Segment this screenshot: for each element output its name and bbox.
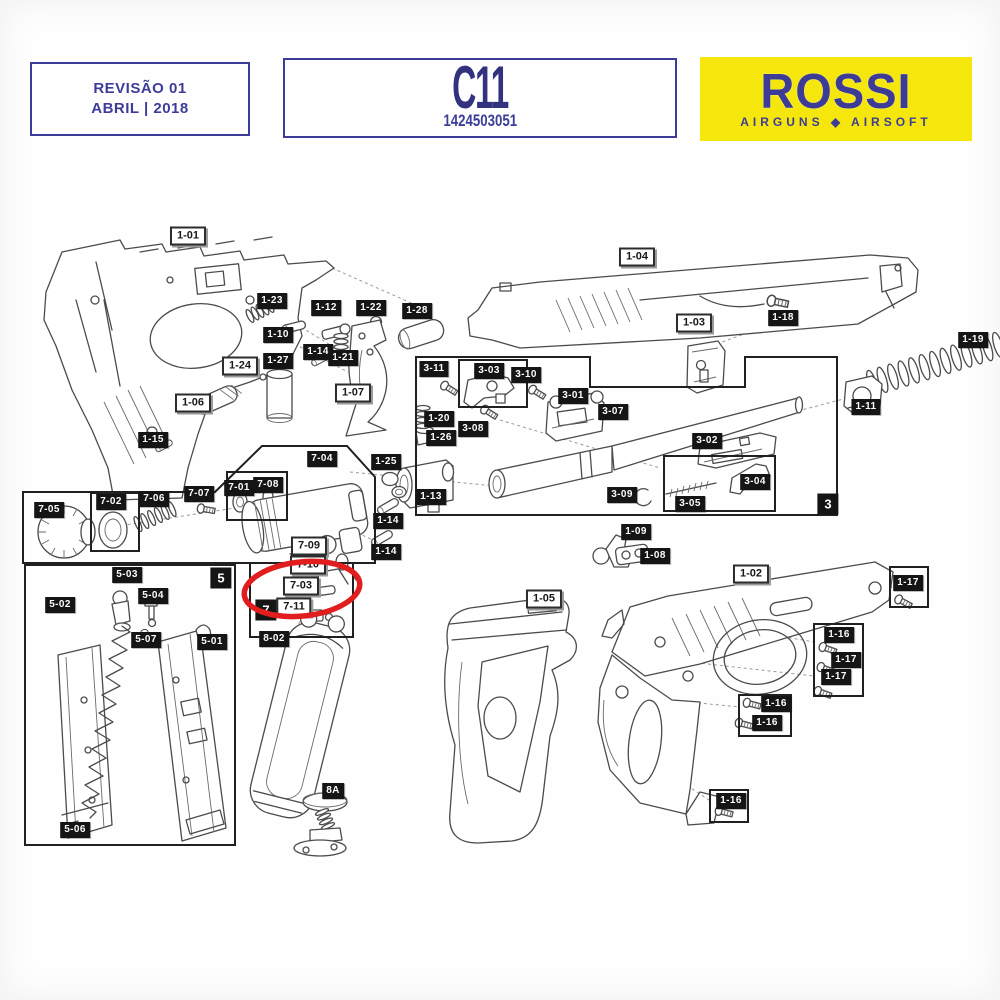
screw-3-10 (526, 383, 548, 402)
screw-1-16-a (817, 640, 839, 657)
block-1-08 (614, 543, 650, 566)
box-1-16-bottom (709, 789, 749, 823)
knob-7-05 (37, 505, 96, 559)
breech-assembly-3-01 (545, 390, 605, 442)
box-1-16-pair (738, 694, 792, 737)
brand-logo: ROSSI AIRGUNS ◆ AIRSOFT (700, 57, 972, 141)
valve-block-1-13 (395, 459, 455, 513)
revision-line2: ABRIL | 2018 (91, 100, 189, 117)
group-3-box (415, 356, 838, 516)
revision-box: REVISÃO 01 ABRIL | 2018 (30, 62, 250, 136)
follower-5-03 (111, 590, 131, 632)
pin-1-14-b (369, 528, 395, 548)
model-box: C11 1424503051 (283, 58, 677, 138)
screw-1-16-b (741, 696, 763, 712)
pin-7-03 (311, 585, 336, 597)
group-7-box (22, 445, 376, 564)
model-name: C11 (452, 54, 509, 122)
magazine-spring-5-06 (81, 625, 131, 819)
frame-right-drawing (597, 561, 894, 826)
box-7-01 (226, 471, 288, 521)
cup-1-26 (415, 425, 434, 446)
cylinder-1-27 (266, 368, 293, 423)
spring-8a (314, 808, 336, 830)
pin-1-14-top (309, 351, 331, 368)
spring-rod-3-05 (665, 480, 717, 498)
brand-name: ROSSI (760, 62, 912, 119)
screw-1-17-b (815, 660, 837, 677)
hammer-3-03 (463, 373, 515, 409)
bushing-1-25 (381, 471, 407, 499)
cylinder-1-28 (397, 319, 445, 350)
brand-tagline: AIRGUNS ◆ AIRSOFT (740, 115, 932, 129)
spring-1-20 (415, 404, 431, 430)
c-clip-3-09 (634, 488, 652, 507)
hammer-3-04 (729, 463, 771, 495)
group-5-box (24, 564, 236, 846)
spring-1-21 (333, 332, 349, 362)
screw-3-11 (438, 379, 460, 398)
box-3-03 (458, 359, 528, 408)
spring-1-19 (865, 331, 1000, 397)
co2-cartridge-8-02 (249, 610, 351, 819)
frame-left-drawing (43, 236, 335, 501)
trigger-1-07 (345, 319, 388, 437)
screw-1-16-c (733, 716, 755, 732)
seal-7-02 (98, 511, 128, 549)
part-5-04 (144, 599, 158, 628)
box-7-02 (90, 492, 140, 552)
screw-1-17-c (812, 684, 834, 701)
pin-1-14-a (375, 496, 401, 516)
box-1-16-17 (813, 623, 864, 697)
screw-1-16-d (713, 804, 735, 820)
revision-line1: REVISÃO 01 (93, 80, 187, 97)
slide-drawing (467, 254, 919, 349)
magazine-shell-5-02 (57, 644, 113, 839)
bracket-1-03 (686, 340, 726, 394)
piercing-assembly-8A (293, 792, 348, 857)
grip-1-05 (444, 596, 577, 844)
model-part-number: 1424503051 (443, 111, 517, 130)
magazine-inner-5-01 (157, 624, 227, 842)
screw-5-07 (139, 628, 151, 645)
spring-guide-1-11 (843, 375, 883, 415)
valve-body-7-04 (241, 483, 369, 555)
box-3-04 (663, 455, 776, 512)
box-1-17 (889, 566, 929, 608)
